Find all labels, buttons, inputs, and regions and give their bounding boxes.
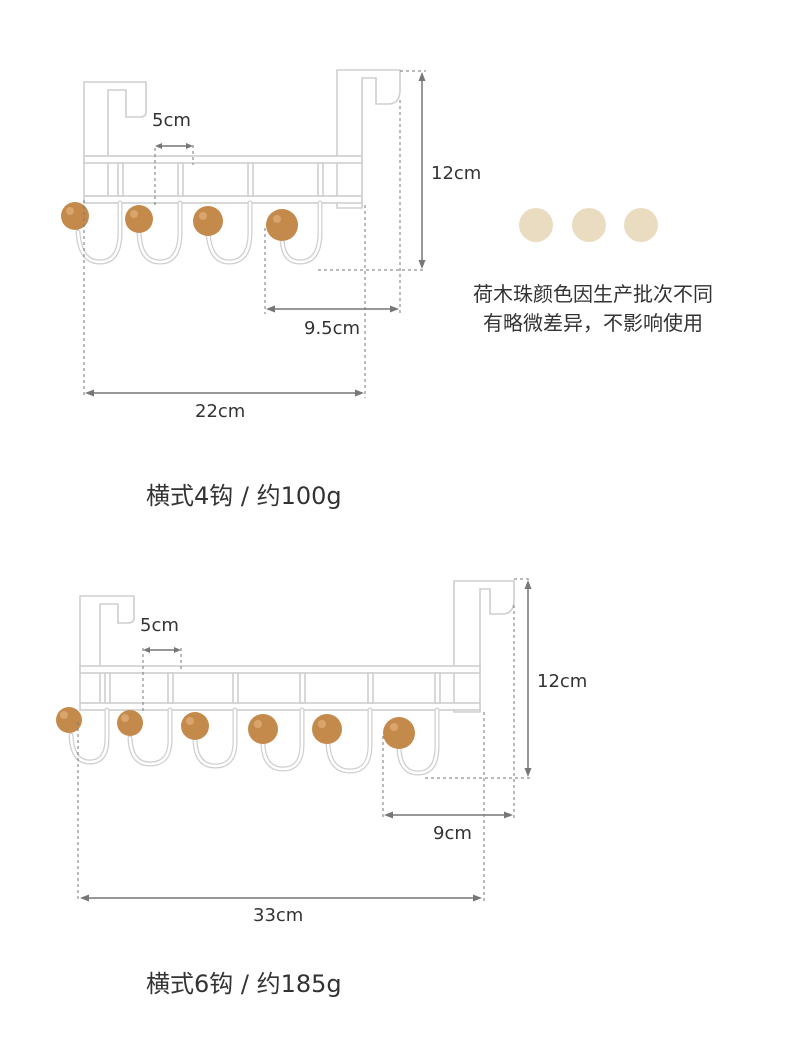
rack-4-hooks-illustration xyxy=(61,69,401,265)
rack1-left-bracket xyxy=(83,81,147,197)
rack2-left-bracket xyxy=(79,595,135,704)
rack1-right-bracket xyxy=(336,69,401,209)
rack1-depth-label: 9.5cm xyxy=(304,318,360,339)
rack2-width-label: 33cm xyxy=(253,905,303,926)
rack1-wood-beads xyxy=(61,202,298,241)
rack1-height-label: 12cm xyxy=(431,163,481,184)
rack1-vertical-bars xyxy=(117,162,324,197)
rack2-wood-beads xyxy=(56,707,415,749)
rack2-top-rail xyxy=(79,665,481,674)
rack-6-hooks-illustration xyxy=(56,580,515,776)
rack1-caption: 横式4钩 / 约100g xyxy=(146,482,342,510)
rack2-right-bracket xyxy=(453,580,515,713)
rack2-bottom-rail xyxy=(79,702,481,711)
rack2-caption: 横式6钩 / 约185g xyxy=(146,970,342,998)
rack1-dimension-lines xyxy=(83,70,426,398)
bead-note-line1: 荷木珠颜色因生产批次不同 xyxy=(473,282,713,306)
rack1-top-rail xyxy=(83,155,363,164)
rack2-depth-label: 9cm xyxy=(433,823,472,844)
rack1-bottom-rail xyxy=(83,195,363,204)
bead-sample-2 xyxy=(572,208,606,242)
rack2-spacing-label: 5cm xyxy=(140,615,179,636)
rack2-hooks xyxy=(68,707,440,776)
bead-samples xyxy=(519,208,658,242)
rack1-width-label: 22cm xyxy=(195,401,245,422)
bead-sample-3 xyxy=(624,208,658,242)
bead-sample-1 xyxy=(519,208,553,242)
rack1-spacing-label: 5cm xyxy=(152,110,191,131)
rack2-vertical-bars xyxy=(104,672,441,704)
rack2-height-label: 12cm xyxy=(537,671,587,692)
rack2-dimension-lines xyxy=(77,578,532,902)
bead-note-line2: 有略微差异，不影响使用 xyxy=(483,311,703,335)
rack1-hooks xyxy=(75,200,323,265)
